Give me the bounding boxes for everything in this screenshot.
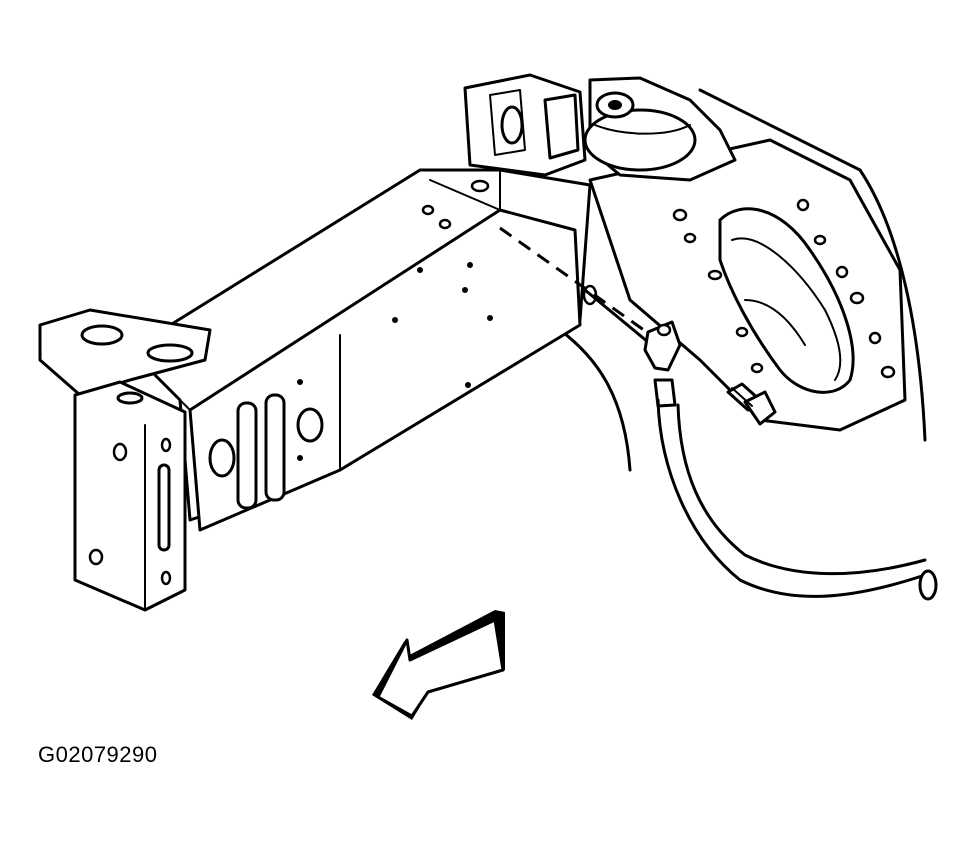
direction-arrow-icon xyxy=(372,610,505,720)
ground-bolt xyxy=(726,382,777,426)
wiring-harness xyxy=(653,378,938,601)
figure-id-label: G02079290 xyxy=(38,742,158,767)
frame-rail xyxy=(128,168,598,532)
ground-strap xyxy=(499,226,682,372)
front-mounting-bracket xyxy=(38,308,212,612)
suspension-mount xyxy=(463,73,737,182)
